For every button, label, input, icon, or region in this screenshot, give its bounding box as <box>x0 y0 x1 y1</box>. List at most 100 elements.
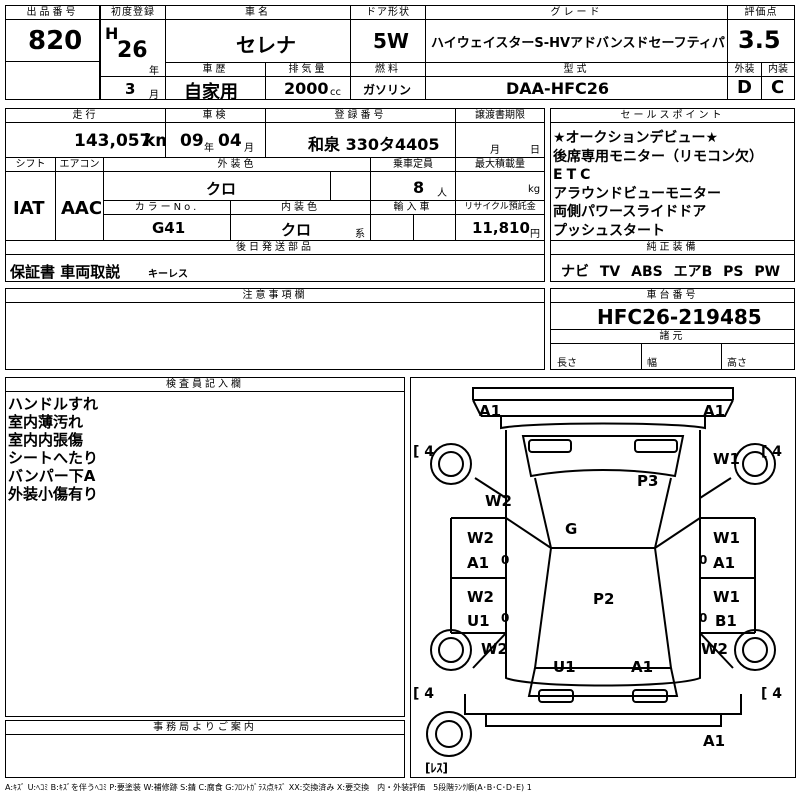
inspection-cell: 車検 09 年 04 月 <box>165 108 266 158</box>
fuel-header: 燃料 <box>351 63 425 77</box>
transfer-cell: 譲渡書期限 月 日 <box>455 108 545 158</box>
displacement-unit: cc <box>330 87 341 98</box>
recycle-value: 11,810 <box>472 219 530 237</box>
grade-cell: グレード ハイウェイスターS-HVアドバンスドセーフティパック <box>425 5 728 63</box>
reg-no-header: 登録番号 <box>266 109 455 123</box>
car-diagram: A1 A1 W1 W2 P3 G W2 A1 W1 A1 W2 U1 W1 B1… <box>410 377 796 778</box>
inspection-year: 09 <box>180 131 204 151</box>
lot-no-cell: 出品番号 820 <box>5 5 100 100</box>
spec-length: 長さ <box>557 358 577 369</box>
spec-height: 高さ <box>727 358 747 369</box>
transfer-header: 譲渡書期限 <box>456 109 544 123</box>
fuel-cell: 燃料 ガソリン <box>350 62 426 100</box>
aircon-header: エアコン <box>56 158 103 172</box>
max-load-cell: 最大積載量 kg <box>455 157 545 201</box>
sales-point: ETC <box>553 167 595 183</box>
spare-label: [ﾚｽ] <box>425 761 448 775</box>
later-parts-value: 保証書 車両取説 <box>10 263 121 281</box>
damage-mark: G <box>565 520 577 538</box>
damage-mark: A1 <box>631 658 653 676</box>
specs-cell: 諸元 長さ 幅 高さ <box>550 329 795 370</box>
inspector-cell: 検査員記入欄 ハンドルすれ 室内薄汚れ 室内内張傷 シートへたり バンパー下A … <box>5 377 405 717</box>
damage-mark: A1 <box>479 402 501 420</box>
model-header: 型式 <box>426 63 727 77</box>
reg-no-cell: 登録番号 和泉 330タ4405 <box>265 108 456 158</box>
first-reg-month-unit: 月 <box>149 90 159 100</box>
reg-no-value: 和泉 330タ4405 <box>308 135 440 154</box>
tire-label: [ 4 <box>761 686 782 702</box>
genuine-value: ナビ TV ABS エアB PS PW <box>561 264 781 280</box>
inspection-header: 車検 <box>166 109 265 123</box>
damage-mark: P2 <box>593 590 614 608</box>
sales-point: 後席専用モニター（リモコン欠） <box>553 148 763 165</box>
inspector-note: 室内薄汚れ <box>8 413 84 431</box>
model-cell: 型式 DAA-HFC26 <box>425 62 728 100</box>
int-color-unit: 系 <box>355 229 365 240</box>
max-load-unit: kg <box>528 184 541 195</box>
later-parts-cell: 後日発送部品 保証書 車両取説 キーレス <box>5 240 545 282</box>
sales-points-list: ★オークションデビュー★ 後席専用モニター（リモコン欠） ETC アラウンドビュ… <box>553 129 763 240</box>
inspector-note: 室内内張傷 <box>8 431 84 449</box>
capacity-value: 8 <box>413 178 425 197</box>
later-parts-header: 後日発送部品 <box>6 241 544 255</box>
ext-color-header: 外装色 <box>104 158 370 172</box>
office-cell: 事務局よりご案内 <box>5 720 405 778</box>
grade-header: グレード <box>426 6 727 20</box>
damage-mark: W2 <box>467 588 494 606</box>
inspection-year-unit: 年 <box>204 143 214 154</box>
exterior-header: 外装 <box>728 63 761 77</box>
sales-point: アラウンドビューモニター <box>553 185 721 202</box>
damage-mark: A1 <box>703 402 725 420</box>
inspection-month-unit: 月 <box>244 143 254 154</box>
sales-points-cell: セールスポイント ★オークションデビュー★ 後席専用モニター（リモコン欠） ET… <box>550 108 795 241</box>
damage-mark: A1 <box>713 554 735 572</box>
inspection-month: 04 <box>218 131 242 151</box>
score-header: 評価点 <box>728 6 794 20</box>
damage-mark: U1 <box>467 612 490 630</box>
spec-width: 幅 <box>647 358 657 369</box>
score-cell: 評価点 3.5 <box>727 5 795 63</box>
notes-cell: 注意事項欄 <box>5 288 545 370</box>
damage-mark: W2 <box>701 640 728 658</box>
first-reg-month: 3 <box>125 80 136 98</box>
damage-mark: B1 <box>715 612 737 630</box>
inspector-note: バンパー下A <box>8 467 96 485</box>
inspector-note: ハンドルすれ <box>8 395 99 413</box>
import-cell: 輸入車 <box>370 200 456 241</box>
inspector-header: 検査員記入欄 <box>6 378 404 392</box>
later-parts-small: キーレス <box>148 269 188 280</box>
shift-value: IAT <box>13 198 45 219</box>
history-cell: 車歴 自家用 <box>165 62 266 100</box>
interior-grade-value: C <box>771 77 785 98</box>
aircon-cell: エアコン AAC <box>55 157 104 241</box>
inspector-note: 外装小傷有り <box>8 485 99 503</box>
capacity-unit: 人 <box>437 188 447 199</box>
displacement-header: 排気量 <box>266 63 350 77</box>
first-reg-year: 26 <box>117 38 148 63</box>
lot-no-header: 出品番号 <box>6 6 99 20</box>
sales-points-header: セールスポイント <box>551 109 794 123</box>
sales-point: 両側パワースライドドア <box>553 204 707 220</box>
first-reg-year-unit: 年 <box>149 66 159 77</box>
tire-label: [ 4 <box>761 444 782 460</box>
first-reg-era: H <box>105 24 119 43</box>
tire-label: [ 4 <box>413 444 434 460</box>
sales-point: ★オークションデビュー★ <box>553 130 719 146</box>
genuine-header: 純正装備 <box>551 241 794 255</box>
damage-mark: A1 <box>467 554 489 572</box>
score-value: 3.5 <box>738 26 781 54</box>
exterior-grade-value: D <box>737 77 752 98</box>
legend: A:ｷｽﾞ U:ﾍｺﾐ B:ｷｽﾞを伴うﾍｺﾐ P:要塗装 W:補修跡 S:錆 … <box>5 783 532 792</box>
mileage-unit: km <box>144 131 165 151</box>
zero-mark: 0 <box>699 553 707 567</box>
int-color-cell: 内装色 クロ 系 <box>230 200 371 241</box>
aircon-value: AAC <box>61 198 103 219</box>
interior-header: 内装 <box>762 63 794 77</box>
zero-mark: 0 <box>699 611 707 625</box>
first-reg-cell: 初度登録 H 26 年 3 月 <box>100 5 166 100</box>
chassis-cell: 車台番号 HFC26-219485 <box>550 288 795 330</box>
car-name-cell: 車名 セレナ <box>165 5 351 63</box>
tire-label: [ 4 <box>413 686 434 702</box>
ext-color-cell: 外装色 クロ <box>103 157 371 201</box>
import-header: 輸入車 <box>371 201 455 215</box>
